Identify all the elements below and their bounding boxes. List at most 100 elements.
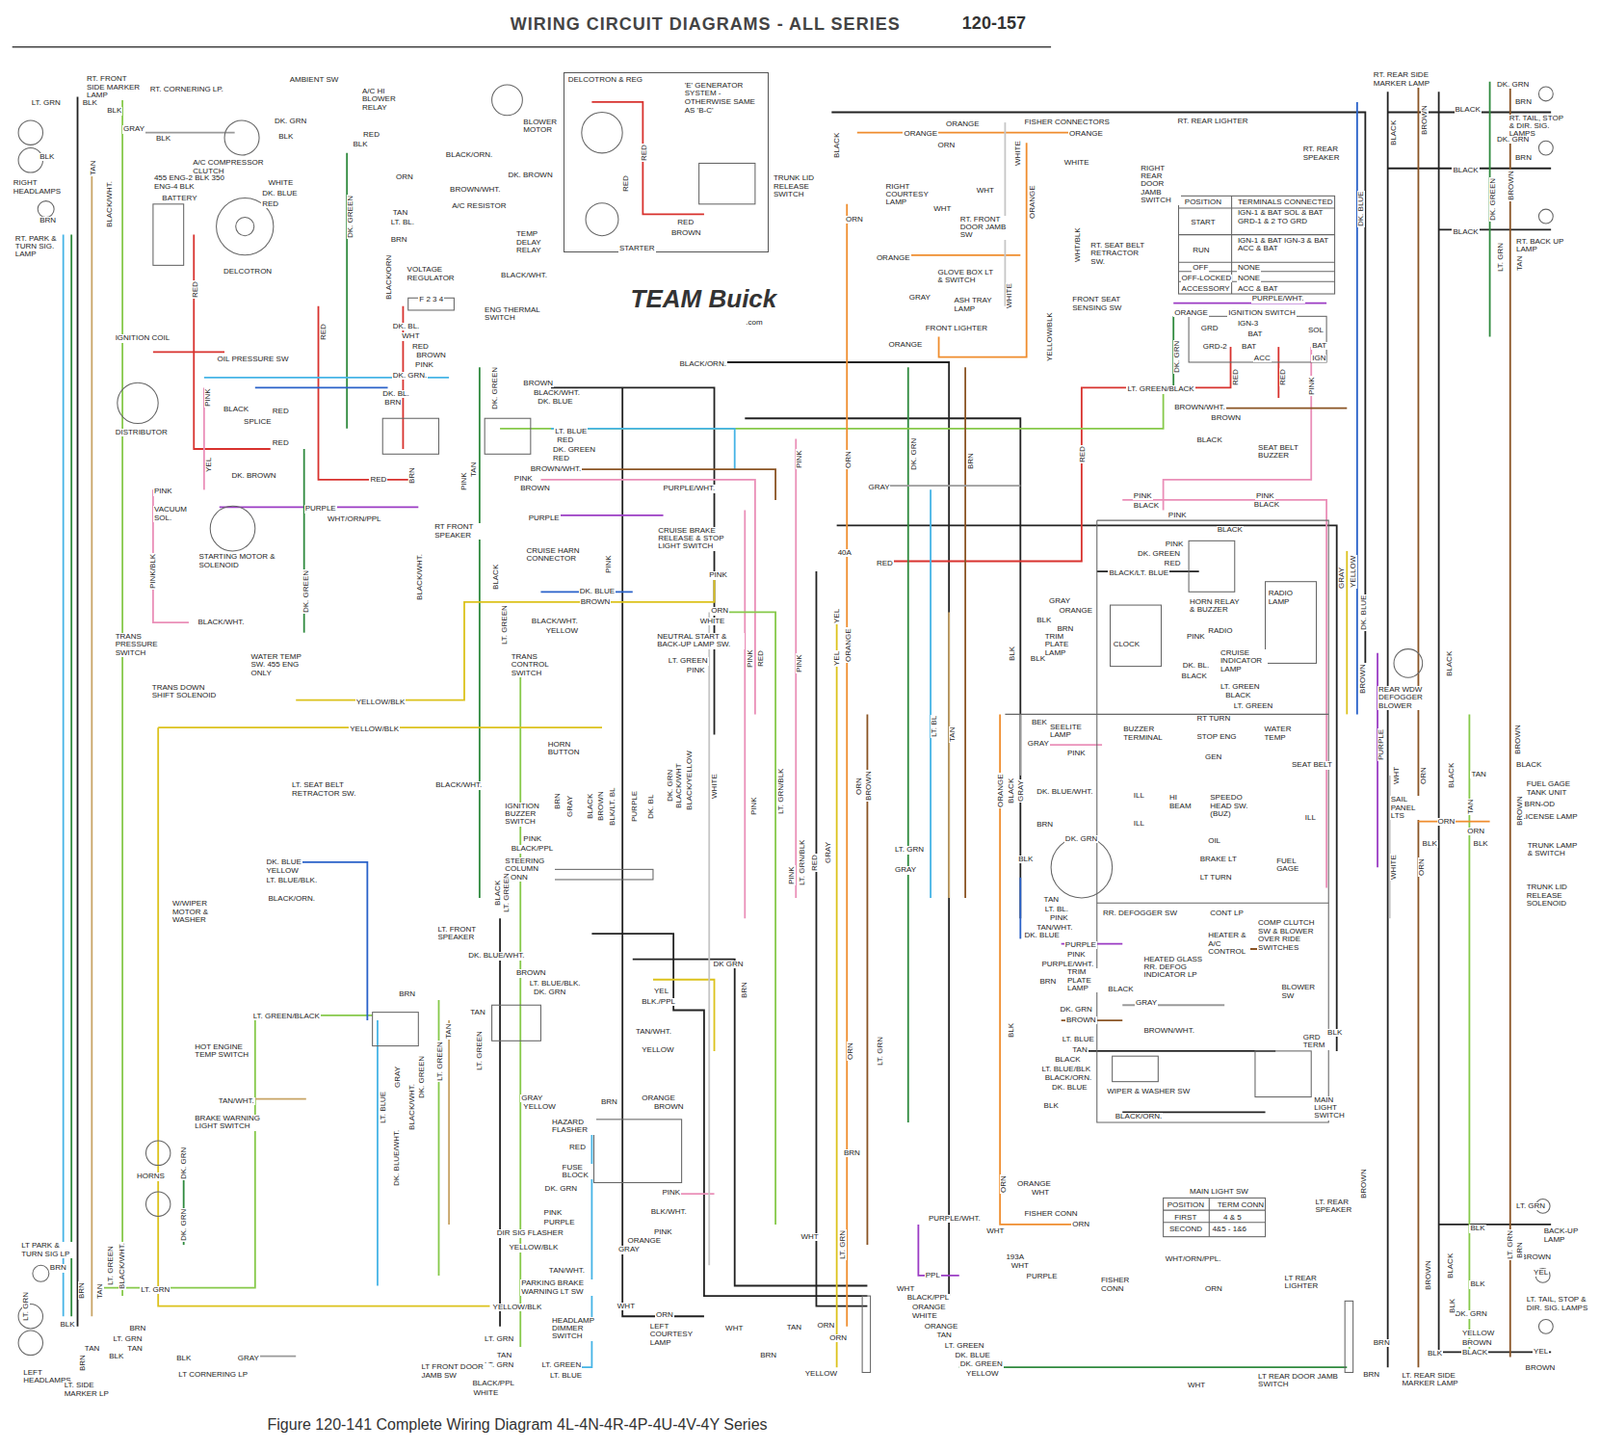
wire-label: WHT bbox=[1392, 765, 1401, 786]
wire-label: LT. BL. bbox=[390, 218, 416, 227]
wire-label: ORN bbox=[999, 1174, 1008, 1194]
wire-label: TAN bbox=[948, 726, 957, 743]
wire-label: BLK bbox=[1008, 644, 1017, 661]
wire-label: FIRST bbox=[1173, 1213, 1198, 1222]
wire-label: PURPLE bbox=[1064, 941, 1098, 949]
wire-label: BLK bbox=[1468, 1280, 1486, 1288]
wire-label: RED bbox=[191, 280, 200, 299]
wire-label: DK. BLUE bbox=[1360, 593, 1368, 630]
wire-label: BRN-OD bbox=[1523, 800, 1557, 809]
wire-label: LT. GRN bbox=[139, 1285, 171, 1294]
wire-label: VACUUM SOL. bbox=[153, 505, 191, 523]
wire-label: YELLOW bbox=[640, 1046, 675, 1054]
wire-label: HAZARD FLASHER bbox=[550, 1118, 596, 1135]
wire-label: TAN bbox=[470, 461, 478, 478]
wire-label: DK. BLUE bbox=[1022, 931, 1060, 940]
wire-label: ORN bbox=[844, 215, 865, 224]
wire-label: RED bbox=[368, 475, 388, 484]
wire-label: LT. GRN bbox=[839, 1229, 847, 1260]
wire-label: WHT bbox=[1186, 1381, 1207, 1390]
wire-label: TAN bbox=[1043, 895, 1060, 904]
wire-label: BLOWER MOTOR bbox=[522, 118, 560, 135]
wire-label: LT. REAR SIDE MARKER LAMP bbox=[1400, 1371, 1465, 1389]
wire-label: GRAY bbox=[393, 1065, 402, 1089]
wire-label: PINK bbox=[750, 796, 759, 817]
wire-label: LT. GREEN bbox=[502, 872, 511, 915]
wire-label: TAN bbox=[445, 1022, 453, 1039]
wire-label: PINK bbox=[653, 1228, 674, 1236]
wire-label: DK. BLUE bbox=[261, 189, 298, 198]
wire-label: TRUNK LID RELEASE SWITCH bbox=[772, 174, 821, 199]
wire-label: GEN bbox=[1204, 753, 1223, 761]
wire-label: WHT bbox=[975, 186, 996, 195]
wire-label: DK. BLUE bbox=[1050, 1083, 1088, 1092]
wire-label: DK. GRN bbox=[1495, 135, 1530, 144]
wire-label: OFF-LOCKED bbox=[1180, 274, 1233, 283]
wire-label: LT. GREEN bbox=[1232, 702, 1275, 710]
wire-label: A/C RESISTOR bbox=[450, 202, 507, 210]
wire-label: GRD bbox=[1200, 324, 1220, 333]
wire-label: BLACK/ORN. bbox=[445, 151, 494, 159]
wire-label: BLK bbox=[1426, 1349, 1443, 1358]
wire-label: BLACK/ORN. bbox=[1044, 1074, 1093, 1082]
wire-label: WHT bbox=[985, 1227, 1005, 1235]
wire-label: BLK bbox=[58, 1320, 76, 1329]
wire-label: RED bbox=[1078, 445, 1087, 464]
wire-label: PURPLE bbox=[543, 1218, 577, 1227]
wire-label: PURPLE/WHT. bbox=[661, 484, 716, 493]
wire-label: RED bbox=[261, 200, 280, 209]
wire-label: TAN bbox=[83, 1344, 101, 1353]
wire-label: SPLICE bbox=[242, 418, 272, 426]
wire-label: BLK bbox=[81, 99, 99, 107]
wire-label: BROWN bbox=[1065, 1016, 1098, 1024]
wire-label: BRN bbox=[967, 451, 975, 471]
wire-label: BRN bbox=[1035, 820, 1054, 829]
wire-label: WHT bbox=[616, 1302, 636, 1311]
wire-label: DK. GRN bbox=[1173, 340, 1181, 374]
wire-label: DK. GREEN bbox=[551, 445, 597, 454]
wire-label: WHT/BLK bbox=[1074, 226, 1082, 263]
wire-label: WHT bbox=[724, 1324, 744, 1333]
wire-label: RED bbox=[757, 649, 765, 668]
wire-label: RED bbox=[411, 342, 430, 351]
wire-label: LT. GRN bbox=[1496, 241, 1505, 273]
wire-label: ORANGE bbox=[626, 1236, 662, 1245]
wire-label: BLACK/WHT bbox=[675, 761, 683, 810]
wire-label: WHT/ORN/PPL bbox=[326, 515, 383, 524]
wire-label: BLK bbox=[1017, 855, 1034, 864]
wire-label: A/C HI BLOWER RELAY bbox=[361, 87, 410, 112]
wire-label: POSITION bbox=[1183, 198, 1223, 207]
wire-label: BLK./PPL bbox=[640, 997, 677, 1006]
wire-label: BRN bbox=[38, 216, 57, 225]
wire-label: DK. BLUE bbox=[953, 1351, 991, 1360]
wire-label: BRN bbox=[740, 980, 749, 999]
wire-label: BRN bbox=[128, 1324, 147, 1333]
wire-label: NONE bbox=[1236, 263, 1261, 272]
wire-label: PINK/BLK bbox=[149, 552, 158, 590]
wire-label: LT. GRN bbox=[30, 99, 62, 107]
wire-label: RED bbox=[1232, 367, 1240, 387]
wire-label: BLACK bbox=[1106, 985, 1134, 994]
wire-label: AMBIENT SW bbox=[288, 76, 341, 84]
wire-label: TAN bbox=[1469, 770, 1487, 779]
wire-label: RT FRONT SPEAKER bbox=[433, 523, 485, 540]
wire-label: PINK bbox=[153, 487, 174, 496]
wire-label: TAN bbox=[786, 1323, 803, 1332]
wire-label: BACK-UP LAMP bbox=[1543, 1227, 1586, 1244]
wire-label: BROWN/WHT. bbox=[1173, 403, 1226, 412]
wire-label: BLACK bbox=[1390, 119, 1398, 147]
wire-label: ORANGE bbox=[1068, 130, 1104, 138]
wire-label: LT. BLUE bbox=[1061, 1035, 1096, 1044]
wire-label: PURPLE/WHT. bbox=[927, 1214, 982, 1223]
wire-label: PINK bbox=[708, 571, 729, 579]
wire-label: ORANGE bbox=[1173, 309, 1209, 317]
wire-label: BLACK/ORN. bbox=[267, 894, 316, 903]
wire-label: WHT bbox=[1010, 1261, 1030, 1270]
wire-label: IGN bbox=[1311, 354, 1327, 363]
wire-label: DK GRN bbox=[711, 960, 744, 969]
wire-label: ORANGE bbox=[1016, 1180, 1052, 1188]
wire-label: BRAKE LT bbox=[1199, 855, 1238, 864]
wire-label: BRN bbox=[383, 398, 402, 407]
wire-label: OIL bbox=[1206, 837, 1222, 845]
wire-label: REAR WDW DEFOGGER BLOWER bbox=[1377, 685, 1429, 710]
